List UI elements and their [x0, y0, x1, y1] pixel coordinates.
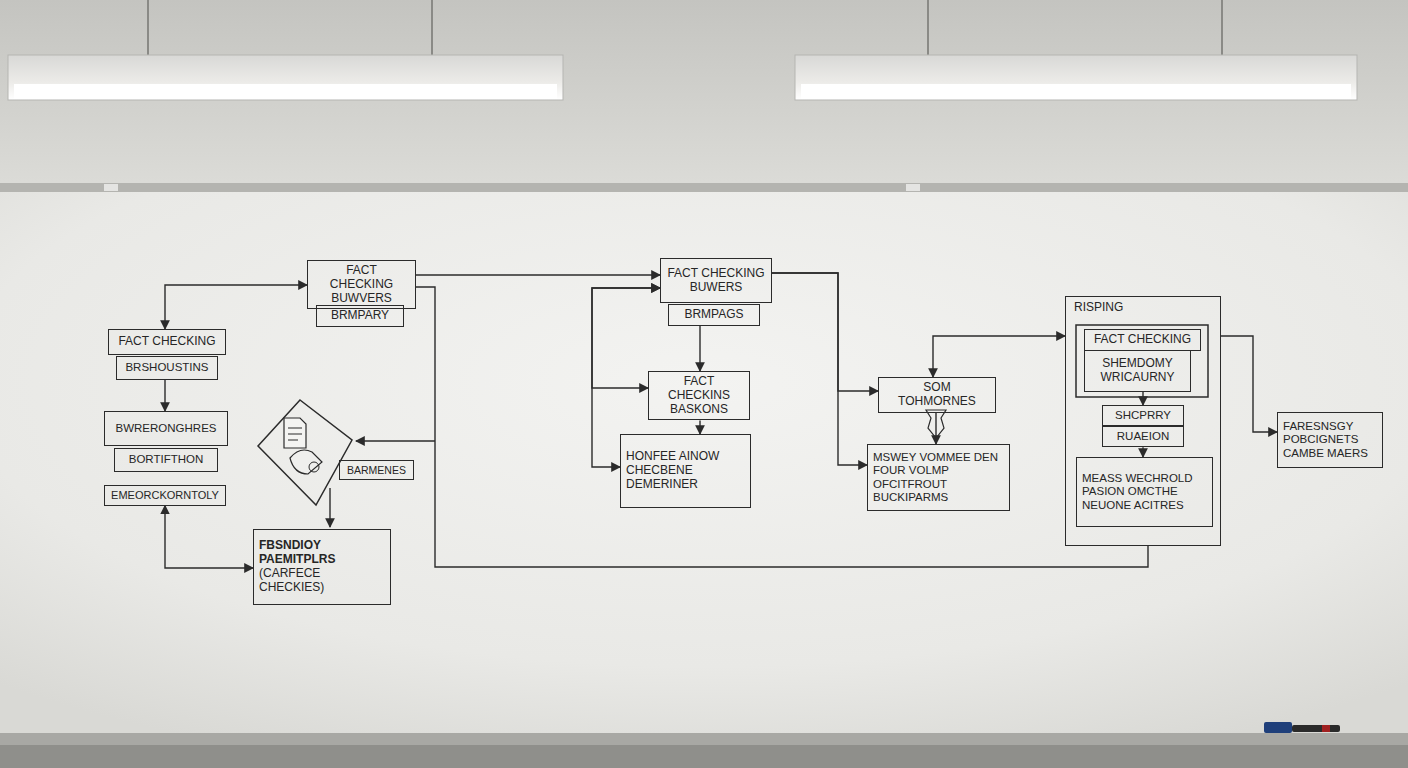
box-text: BRSHOUSTINS	[122, 361, 212, 374]
process-box: HONFEE AINOW CHECBENE DEMERINER	[620, 434, 751, 508]
box-text: SHEMDOMY WRICAURNY	[1090, 357, 1185, 385]
process-box: FACT CHECKING BUWVERS	[307, 260, 416, 309]
lamp-glow	[14, 84, 557, 99]
box-text: FACT CHECKING	[114, 335, 220, 349]
wall-lower	[0, 745, 1408, 768]
process-box: BWRERONGHRES	[104, 411, 228, 446]
ceiling-lamp	[795, 55, 1357, 100]
process-box: SHCPRRY	[1102, 405, 1184, 426]
box-text: MSWEY VOMMEE DEN FOUR VOLMP OFCITFROUT B…	[873, 451, 1004, 504]
box-text: RISPING	[1074, 301, 1212, 315]
box-text: FACT CHECKING BUWERS	[666, 267, 766, 295]
connector-arrow	[935, 413, 936, 444]
process-box: RUAEION	[1102, 426, 1184, 447]
connector-arrow	[592, 288, 660, 467]
process-box: FARESNSGY POBCIGNETS CAMBE MAERS	[1277, 412, 1383, 468]
document-icon	[288, 428, 302, 429]
connector-arrow	[699, 420, 700, 434]
process-box: FACT CHECKING	[1084, 329, 1201, 351]
board-frame	[0, 183, 1408, 192]
process-box: BARMENES	[339, 460, 414, 480]
box-text: FBSNDIOY PAEMITPLRS	[259, 539, 385, 567]
connector-arrow	[933, 336, 1065, 377]
lamp-cable	[927, 0, 929, 56]
process-box: SHEMDOMY WRICAURNY	[1084, 350, 1191, 392]
process-box: BRMPARY	[316, 305, 404, 327]
process-box: FACT CHECKING BUWERS	[660, 258, 772, 303]
connector-arrow	[416, 274, 660, 275]
connector-arrow	[1142, 392, 1143, 405]
connector-arrow	[592, 288, 660, 388]
box-text: MEASS WECHROLD PASION OMCTHE NEUONE ACIT…	[1082, 472, 1207, 512]
box-text: FACT CHECKINS BASKONS	[654, 375, 744, 416]
branch-arrow	[356, 440, 435, 441]
marker	[1292, 725, 1340, 732]
box-text: SOM TOHMORNES	[884, 381, 990, 409]
box-text: FACT CHECKING BUWVERS	[313, 264, 410, 305]
marker-cap	[1322, 725, 1330, 732]
document-icon	[288, 434, 302, 435]
box-text: (CARFECE CHECKIES)	[259, 567, 385, 595]
whiteboard	[0, 192, 1408, 734]
box-text: SHCPRRY	[1108, 409, 1178, 422]
process-box: BRSHOUSTINS	[116, 356, 218, 380]
process-box: FACT CHECKING	[108, 329, 226, 355]
box-text: EMEORCKORNTOLY	[110, 489, 220, 502]
process-box: MSWEY VOMMEE DEN FOUR VOLMP OFCITFROUT B…	[867, 444, 1010, 511]
connector-arrow	[1142, 447, 1143, 457]
marker	[1264, 722, 1292, 733]
wall	[0, 0, 1408, 190]
hand-icon	[309, 462, 319, 472]
box-text: BARMENES	[345, 464, 408, 476]
decision-diamond	[258, 400, 352, 505]
hand-icon	[290, 450, 322, 474]
connector-arrow	[416, 287, 1148, 567]
box-text: FACT CHECKING	[1090, 333, 1195, 347]
process-box: EMEORCKORNTOLY	[104, 485, 226, 506]
lamp-glow	[801, 84, 1351, 99]
marker-tray	[0, 733, 1408, 745]
box-text: HONFEE AINOW CHECBENE DEMERINER	[626, 450, 745, 491]
connector-arrow	[699, 326, 700, 371]
inner-frame	[1076, 325, 1208, 397]
group-box: RISPING FACT CHECKING SHEMDOMY WRICAURNY SH…	[1065, 296, 1221, 546]
process-box: BORTIFTHON	[114, 448, 218, 472]
connector-arrow	[165, 285, 307, 329]
lamp-cable	[431, 0, 433, 56]
connector-arrow	[165, 506, 253, 568]
box-text: FARESNSGY POBCIGNETS CAMBE MAERS	[1283, 420, 1377, 460]
box-text: BRMPARY	[322, 309, 398, 323]
board-clip	[906, 184, 920, 191]
box-text: BORTIFTHON	[120, 453, 212, 466]
document-icon	[284, 418, 306, 448]
lamp-cable	[1221, 0, 1223, 56]
process-box: BRMPAGS	[668, 304, 760, 326]
ceiling-lamp	[8, 55, 563, 100]
connector-arrow	[1221, 336, 1277, 432]
process-box: FACT CHECKINS BASKONS	[648, 371, 750, 420]
process-box: FBSNDIOY PAEMITPLRS(CARFECE CHECKIES)	[253, 529, 391, 605]
document-icon	[288, 440, 298, 441]
process-box: MEASS WECHROLD PASION OMCTHE NEUONE ACIT…	[1076, 457, 1213, 527]
box-text: BRMPAGS	[674, 308, 754, 322]
connector-arrow	[772, 273, 878, 391]
box-text: RUAEION	[1108, 430, 1178, 443]
lamp-cable	[147, 0, 149, 56]
connector-arrow	[772, 273, 867, 465]
process-box: SOM TOHMORNES	[878, 377, 996, 413]
box-text: BWRERONGHRES	[110, 422, 222, 435]
branch-arrow	[329, 488, 330, 527]
connector-arrow	[164, 380, 165, 411]
board-clip	[104, 184, 118, 191]
